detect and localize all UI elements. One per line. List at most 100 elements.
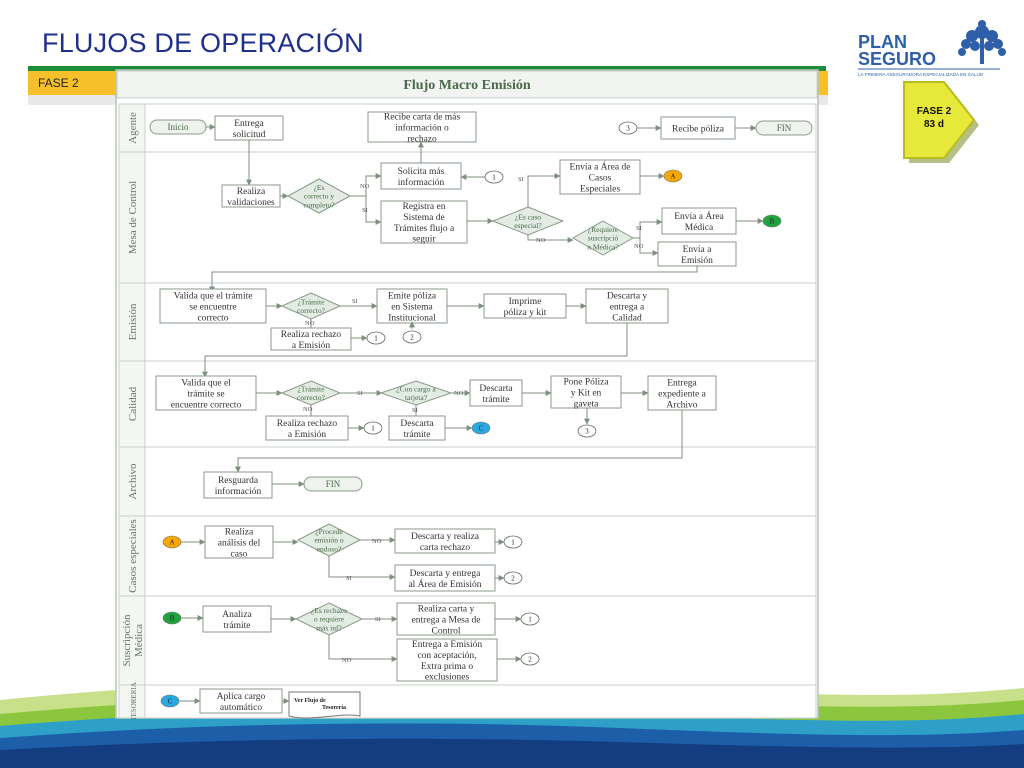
mesa-conn-b-label: B <box>770 217 775 225</box>
calidad-tramite-correcto-label-line1: ¿Trámite <box>298 384 325 393</box>
tes-aplica-cargo-shape <box>199 688 283 714</box>
tes-ver-flujo-line1: Ver Flujo de <box>294 698 326 704</box>
agente-conn-3-label: 3 <box>626 124 630 132</box>
mesa-solicita-info-shape <box>380 162 462 190</box>
casos-procede-label-line1: ¿Procede <box>315 527 343 536</box>
badge-line1: FASE 2 <box>917 106 952 117</box>
logo-line2: SEGURO <box>858 49 936 69</box>
agente-recibe-carta-label-line2: información o <box>395 122 449 133</box>
calidad-label-si2: SI <box>412 407 418 414</box>
casos-conn-2: 2 <box>503 571 523 585</box>
mesa-registra-label-line1: Registra en <box>402 202 445 212</box>
tes-aplica-cargo-label-line2: automático <box>220 703 262 713</box>
lane-header-6 <box>118 595 146 686</box>
agente-recibe-poliza-label: Recibe póliza <box>672 124 725 134</box>
calidad-conn-3-label: 3 <box>585 427 589 435</box>
logo-tagline: LA PRIMERA ASEGURADORA ESPECIALIZADA EN … <box>858 72 984 77</box>
lane-label-text: Archivo <box>127 463 139 500</box>
calidad-entrega-expediente-label-line2: expediente a <box>658 389 707 399</box>
lane-header-4 <box>118 446 146 517</box>
emision-conn-2: 2 <box>402 330 422 344</box>
emision-valida-label-line3: correcto <box>197 313 228 323</box>
mesa-label-si2: SI <box>518 176 524 183</box>
edge-correcto-si <box>350 195 382 225</box>
susc-entrega-emision-shape <box>396 638 498 682</box>
agente-fin: FIN <box>755 120 813 136</box>
emision-emite-label-line2: en Sistema <box>391 302 433 312</box>
edge-rechazo-no <box>328 635 398 662</box>
susc-realiza-carta-label-line1: Realiza carta y <box>418 604 475 614</box>
mesa-label-no3: NO <box>634 243 644 250</box>
susc-label-no: NO <box>342 657 352 664</box>
casos-procede-label-line3: endoso? <box>317 544 342 553</box>
emision-rechazo-shape <box>270 327 352 351</box>
calidad-descarta-tramite2-label-line2: trámite <box>404 430 431 440</box>
casos-label-no: NO <box>372 538 382 545</box>
emision-conn-2-label: 2 <box>410 333 414 341</box>
edge-escaso-si <box>527 173 561 207</box>
mesa-conn-1: 1 <box>484 170 504 184</box>
susc-conn-1: 1 <box>520 612 540 626</box>
calidad-valida-label-line3: encuentre correcto <box>171 400 242 410</box>
emision-imprime-label-line1: Imprime <box>509 297 542 307</box>
tes-conn-c: C <box>160 694 180 708</box>
emision-conn-1: 1 <box>366 331 386 345</box>
emision-conn-2-shape <box>402 330 422 344</box>
calidad-pone-poliza-label-line3: gaveta <box>574 399 600 409</box>
mesa-requiere-susc-shape <box>571 220 635 256</box>
agente-recibe-carta-label-line1: Recibe carta de más <box>384 112 461 122</box>
susc-entrega-emision-label-line4: exclusiones <box>425 673 470 683</box>
mesa-label-si3: SI <box>636 225 642 232</box>
lane-label-0: Agente <box>127 112 139 144</box>
emision-tramite-correcto-label-line1: ¿Trámite <box>298 297 325 306</box>
agente-conn-3: 3 <box>618 121 638 135</box>
mesa-envia-medica-shape <box>661 207 737 235</box>
phase-label: FASE 2 <box>38 76 79 90</box>
casos-conn-a: A <box>162 535 182 549</box>
edge-escaso-no <box>527 235 574 243</box>
susc-conn-b-label: B <box>170 614 175 622</box>
mesa-registra-shape <box>380 200 468 244</box>
mesa-envia-medica-label-line2: Médica <box>685 223 714 233</box>
slide-title: FLUJOS DE OPERACIÓN <box>42 28 364 58</box>
calidad-rechazo-label-line1: Realiza rechazo <box>277 419 338 429</box>
casos-label-si: SI <box>346 575 352 582</box>
calidad-entrega-expediente-shape <box>647 375 717 411</box>
mesa-envia-emision-shape <box>657 241 737 267</box>
calidad-entrega-expediente-label-line1: Entrega <box>667 378 697 388</box>
casos-descarta-entrega-label-line1: Descarta y entrega <box>410 569 481 579</box>
archivo-resguarda-label-line1: Resguarda <box>218 476 259 486</box>
agente-inicio-label: Inicio <box>168 122 189 132</box>
agente-recibe-carta-label-line3: rechazo <box>407 134 437 144</box>
mesa-solicita-info-label-line2: información <box>398 177 445 188</box>
edge-requiere-no <box>633 237 659 256</box>
mesa-requiere-susc-label-line1: ¿Requiere <box>588 225 619 234</box>
emision-label-no: NO <box>305 320 315 327</box>
susc-entrega-emision-label-line1: Entrega a Emisión <box>412 640 482 650</box>
emision-emite-label-line3: Institucional <box>388 313 436 323</box>
lane-label-text: TESORERIA <box>130 682 138 721</box>
lane-header-3 <box>118 360 146 448</box>
emision-valida-label-line1: Valida que el trámite <box>174 291 253 301</box>
lane-label-text: Calidad <box>127 386 139 421</box>
mesa-es-correcto-shape <box>286 178 352 214</box>
casos-conn-2-label: 2 <box>511 574 515 582</box>
calidad-tramite-correcto-label-line2: correcto? <box>297 393 326 402</box>
lane-label-text: Casos especiales <box>127 519 139 593</box>
agente-inicio: Inicio <box>149 119 207 135</box>
mesa-conn-b: B <box>762 214 782 228</box>
lane-label-text: Emisión <box>127 303 139 340</box>
emision-descarta-label-line3: Calidad <box>612 313 642 323</box>
